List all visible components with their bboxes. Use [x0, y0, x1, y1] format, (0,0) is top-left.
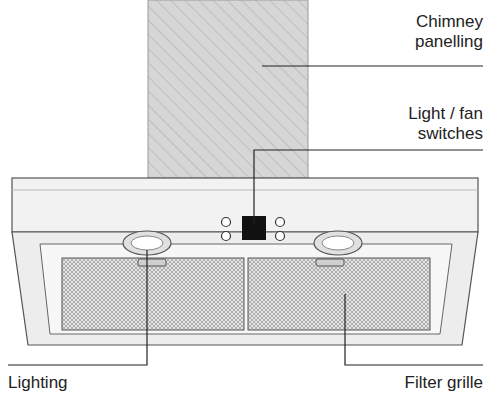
hood-frame: [12, 232, 478, 345]
part-label: Lighting: [8, 373, 148, 393]
part-label: Light / fan switches: [383, 104, 483, 144]
light: [314, 231, 362, 255]
filter-grille: [248, 258, 430, 330]
part-label: Filter grille: [343, 373, 483, 393]
filter-grille: [62, 258, 244, 330]
leader-lines: [8, 66, 483, 365]
part-label: Chimney panelling: [383, 12, 483, 52]
chimney-panelling: [148, 0, 308, 178]
